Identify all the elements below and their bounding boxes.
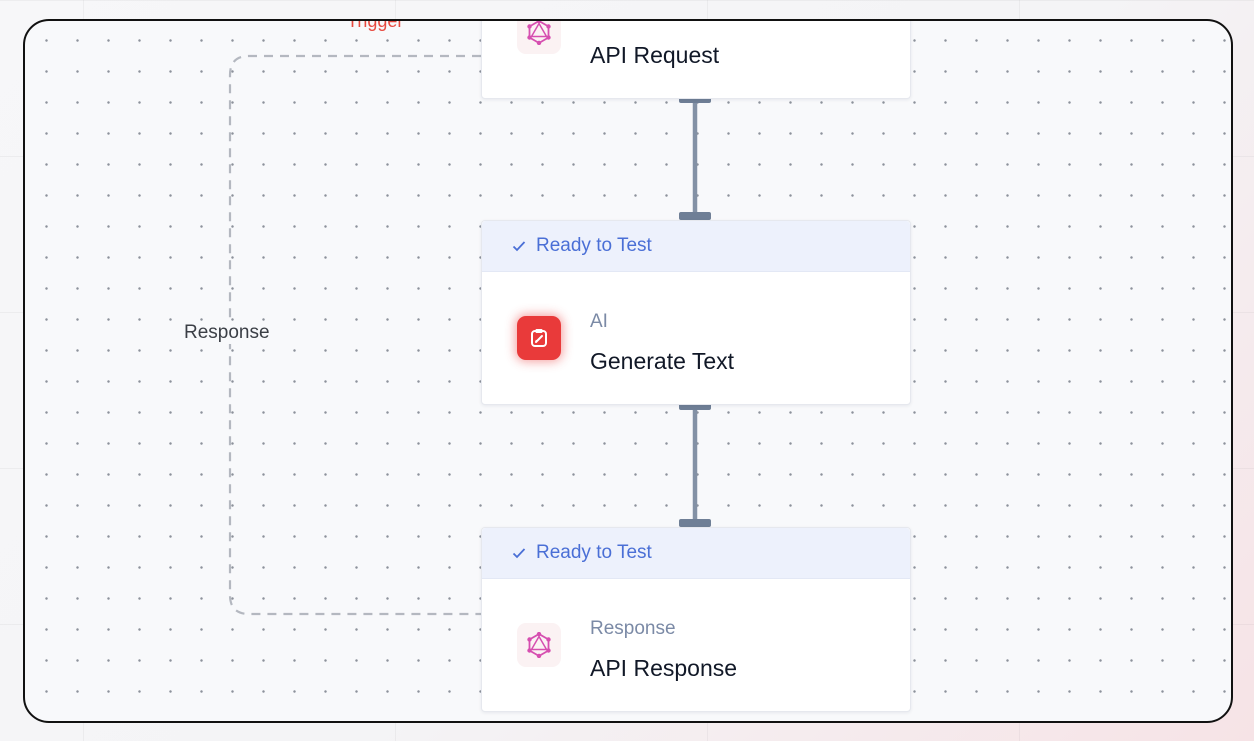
response-edge-label: Response xyxy=(182,322,272,344)
check-icon xyxy=(512,241,526,252)
status-text: Ready to Test xyxy=(536,235,652,256)
node-category: AI xyxy=(590,311,608,332)
node-generate-text[interactable]: Ready to Test AI Generate Text xyxy=(481,220,911,405)
response-loop-edge[interactable] xyxy=(228,54,481,616)
input-port[interactable] xyxy=(679,212,711,220)
node-category: Response xyxy=(590,618,676,639)
node-title: Generate Text xyxy=(590,348,735,374)
input-port[interactable] xyxy=(679,519,711,527)
node-api-request[interactable]: Interface API Request xyxy=(481,21,911,99)
node-title: API Request xyxy=(590,42,720,68)
status-text: Ready to Test xyxy=(536,542,652,563)
check-icon xyxy=(512,548,526,559)
api-hexagon-icon xyxy=(517,21,561,54)
workflow-canvas[interactable]: Trigger Response Interface API Request xyxy=(23,19,1233,723)
trigger-label: Trigger xyxy=(347,19,404,31)
node-category: Interface xyxy=(590,21,664,27)
node-api-response[interactable]: Ready to Test Response API Response xyxy=(481,527,911,712)
status-badge: Ready to Test xyxy=(482,221,910,272)
ai-note-icon xyxy=(517,316,561,360)
status-badge: Ready to Test xyxy=(482,528,910,579)
node-title: API Response xyxy=(590,655,738,681)
api-hexagon-icon xyxy=(517,623,561,667)
